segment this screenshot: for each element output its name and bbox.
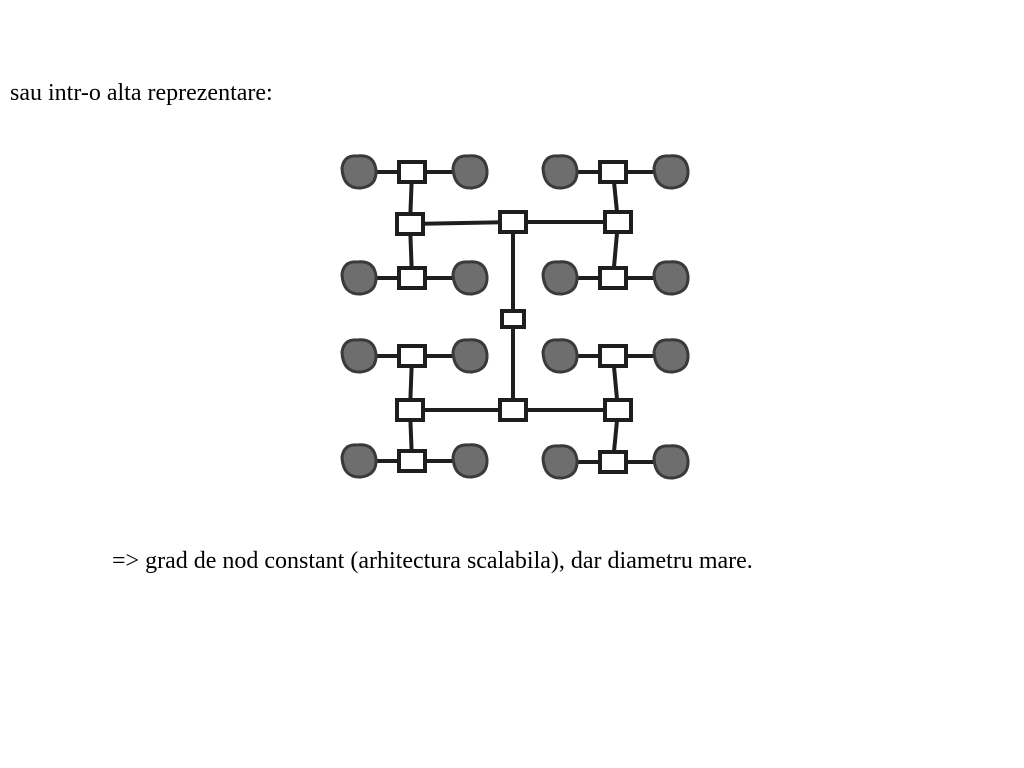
processor-node: [340, 260, 378, 296]
switch-node-root: [500, 309, 526, 329]
switch-node-s-br-a: [598, 344, 628, 368]
diagram-switches: [395, 160, 633, 474]
processor-node: [541, 338, 579, 374]
processor-node: [340, 154, 378, 190]
processor-node: [340, 443, 378, 479]
processor-node: [652, 444, 690, 480]
processor-node: [451, 443, 489, 479]
switch-node-s-tr: [603, 210, 633, 234]
processor-node: [451, 260, 489, 296]
switch-node-s-br: [603, 398, 633, 422]
switch-node-s-tl-b: [397, 266, 427, 290]
switch-node-s-br-b: [598, 450, 628, 474]
processor-node: [541, 444, 579, 480]
switch-node-s-bottom: [498, 398, 528, 422]
switch-node-s-tr-b: [598, 266, 628, 290]
conclusion-text: => grad de nod constant (arhitectura sca…: [112, 548, 753, 574]
switch-node-s-bl: [395, 398, 425, 422]
processor-node: [652, 154, 690, 190]
processor-node: [652, 338, 690, 374]
processor-node: [451, 154, 489, 190]
switch-node-s-bl-a: [397, 344, 427, 368]
processor-node: [652, 260, 690, 296]
processor-node: [541, 260, 579, 296]
edge-s-tl-s-top: [407, 219, 516, 227]
intro-text: sau intr-o alta reprezentare:: [10, 80, 273, 106]
diagram-processors: [340, 154, 690, 480]
processor-node: [340, 338, 378, 374]
switch-node-s-top: [498, 210, 528, 234]
switch-node-s-bl-b: [397, 449, 427, 473]
switch-node-s-tl-a: [397, 160, 427, 184]
switch-node-s-tl: [395, 212, 425, 236]
processor-node: [541, 154, 579, 190]
switch-node-s-tr-a: [598, 160, 628, 184]
processor-node: [451, 338, 489, 374]
